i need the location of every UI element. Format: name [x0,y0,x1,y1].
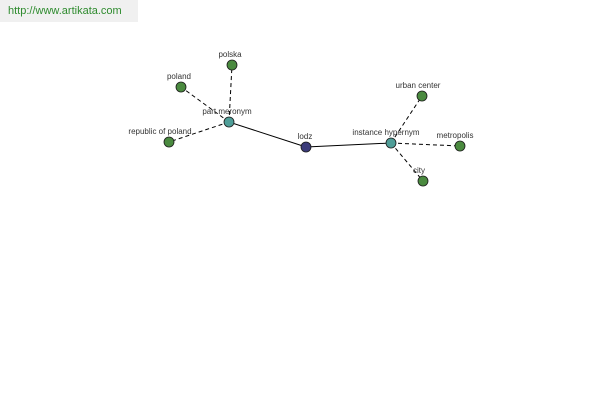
node-part-meronym[interactable] [223,116,235,128]
labels-layer: lodz part meronym instance hypernym pols… [128,50,473,175]
node-urban-center[interactable] [416,90,428,102]
node-metropolis[interactable] [454,140,466,152]
label-metropolis: metropolis [437,131,474,140]
label-instance-hypernym: instance hypernym [352,128,419,137]
site-url-link[interactable]: http://www.artikata.com [8,5,122,17]
edges-layer [168,64,461,182]
edge-instance-hypernym-urban-center [390,95,423,144]
label-urban-center: urban center [396,81,441,90]
edge-part-meronym-poland [180,86,230,123]
label-polska: polska [218,50,242,59]
label-lodz: lodz [298,132,313,141]
label-republic-of-poland: republic of poland [128,127,191,136]
edge-lodz-instance-hypernym [305,142,392,148]
edge-instance-hypernym-city [390,142,424,182]
edge-part-meronym-polska [228,64,233,123]
nodes-layer [163,59,466,187]
node-poland[interactable] [175,81,187,93]
edge-lodz-part-meronym [228,121,307,148]
node-lodz[interactable] [300,141,312,153]
edge-part-meronym-republic-of-poland [168,121,230,143]
url-banner: http://www.artikata.com [0,0,138,22]
edge-instance-hypernym-metropolis [390,142,461,147]
label-poland: poland [167,72,191,81]
node-instance-hypernym[interactable] [385,137,397,149]
label-part-meronym: part meronym [202,107,252,116]
node-polska[interactable] [226,59,238,71]
node-city[interactable] [417,175,429,187]
label-city: city [413,166,425,175]
node-republic-of-poland[interactable] [163,136,175,148]
